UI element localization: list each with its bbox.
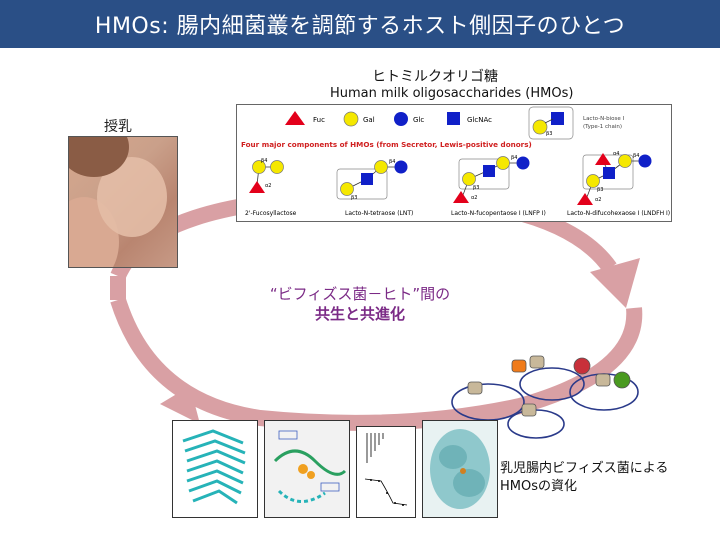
svg-text:α2: α2 [265, 183, 271, 189]
legend-glc-label: Glc [413, 116, 424, 124]
svg-text:β4: β4 [261, 158, 267, 164]
bacteria-label-line1: 乳児腸内ビフィズス菌による [500, 461, 669, 476]
bacteria-label: 乳児腸内ビフィズス菌による HMOsの資化 [500, 460, 668, 496]
svg-text:β3: β3 [546, 131, 552, 137]
svg-text:α2: α2 [595, 197, 601, 203]
fuc-legend-icon [285, 111, 305, 125]
structure-2fl: β4 α2 2'-Fucosyllactose [245, 158, 297, 217]
structure-lnfp-label: Lacto-N-fucopentaose I (LNFP I) [451, 210, 546, 217]
legend-gal-label: Gal [363, 116, 375, 124]
breastfeeding-label: 授乳 [104, 119, 132, 135]
svg-text:β3: β3 [473, 185, 479, 191]
lnb-gal-icon [532, 119, 548, 135]
transporter-green [613, 371, 631, 389]
structure-lnt-label: Lacto-N-tetraose (LNT) [345, 210, 413, 217]
structure-lnfp: β3 α2 β4 Lacto-N-fucopentaose I (LNFP I) [451, 155, 546, 217]
protein-structure-3 [422, 420, 498, 518]
bacteria-label-line2: HMOsの資化 [500, 479, 577, 494]
bacteria-schematic [451, 355, 639, 439]
symbiosis-text: “ビフィズス菌－ヒト”間の 共生と共進化 [240, 284, 480, 324]
components-heading: Four major components of HMOs (from Secr… [241, 140, 532, 149]
transporter-red [573, 357, 591, 375]
glc-legend-icon [394, 112, 408, 126]
hmo-title-ja: ヒトミルクオリゴ糖 [372, 69, 498, 85]
svg-text:β4: β4 [511, 155, 517, 161]
cycle-arrowhead-left [160, 386, 200, 424]
structure-lndfh: β3 α2 α4 β4 Lacto-N-difucohexaose I (LND… [567, 151, 670, 217]
structure-2fl-label: 2'-Fucosyllactose [245, 210, 297, 217]
glcnac-legend-icon [447, 112, 460, 125]
svg-text:α4: α4 [613, 151, 619, 157]
itc-plot [356, 426, 416, 518]
svg-text:β4: β4 [389, 159, 395, 165]
protein-structure-1 [172, 420, 258, 518]
protein-structure-2 [264, 420, 350, 518]
gal-legend-icon [343, 111, 359, 127]
svg-text:α2: α2 [471, 195, 477, 201]
cycle-arrowhead-right [590, 258, 640, 308]
slide-title: HMOs: 腸内細菌叢を調節するホスト側因子のひとつ [0, 0, 720, 48]
structure-lnt: β3 β4 Lacto-N-tetraose (LNT) [336, 159, 413, 217]
hmo-structures-svg: Fuc Gal Glc GlcNAc β3 Lacto-N-biose I (T… [241, 106, 670, 217]
hmo-structures-panel: Fuc Gal Glc GlcNAc β3 Lacto-N-biose I (T… [236, 104, 672, 222]
center-line1: “ビフィズス菌－ヒト”間の [269, 285, 451, 303]
lnb-label: Lacto-N-biose I [583, 116, 625, 122]
cell-outline-1 [451, 383, 525, 421]
breastfeeding-photo [68, 136, 178, 268]
center-line2: 共生と共進化 [314, 305, 405, 323]
cell-outline-2 [519, 367, 585, 401]
svg-text:β3: β3 [597, 187, 603, 193]
svg-text:β4: β4 [633, 153, 639, 159]
lnb-sub: (Type-1 chain) [583, 124, 622, 130]
lnb-glcnac-icon [551, 112, 564, 125]
cycle-arrow-bottom [110, 297, 643, 431]
legend-fuc-label: Fuc [313, 116, 325, 124]
hmo-title-en: Human milk oligosaccharides (HMOs) [330, 86, 574, 101]
legend-glcnac-label: GlcNAc [467, 116, 492, 124]
svg-text:β3: β3 [351, 195, 357, 201]
structure-lndfh-label: Lacto-N-difucohexaose I (LNDFH I) [567, 210, 670, 217]
